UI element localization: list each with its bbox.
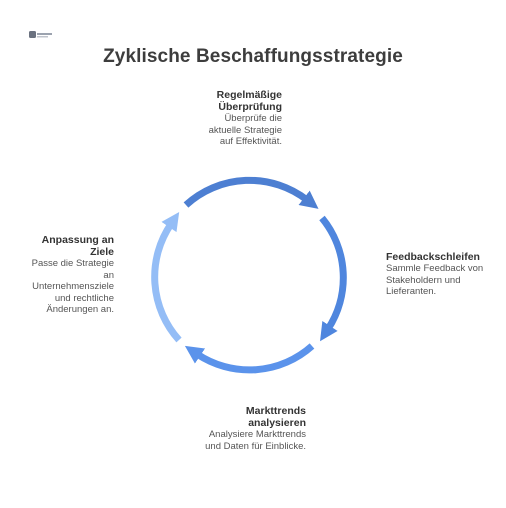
step-regular-review: Regelmäßige Überprüfung Überprüfe die ak… [196, 89, 282, 148]
step-heading: Markttrends analysieren [245, 405, 306, 429]
cycle-arrow-right [319, 215, 347, 342]
step-description: Sammle Feedback von Stakeholdern und Lie… [386, 263, 484, 297]
step-heading: Feedbackschleifen [386, 251, 480, 263]
step-market-trends: Markttrends analysieren Analysiere Markt… [196, 405, 306, 452]
step-goal-alignment: Anpassung an Ziele Passe die Strategie a… [22, 234, 114, 316]
step-description: Überprüfe die aktuelle Strategie auf Eff… [208, 113, 282, 147]
step-description: Passe die Strategie an Unternehmensziele… [31, 258, 114, 315]
page-title: Zyklische Beschaffungsstrategie [103, 46, 403, 67]
cycle-arrow-top [183, 176, 319, 209]
step-heading: Anpassung an Ziele [41, 234, 114, 258]
step-heading: Regelmäßige Überprüfung [216, 89, 282, 113]
step-feedback-loops: Feedbackschleifen Sammle Feedback von St… [386, 251, 490, 298]
step-description: Analysiere Markttrends und Daten für Ein… [205, 429, 306, 452]
brand-logo-icon [29, 31, 52, 38]
cycle-arrow-bottom [184, 343, 315, 374]
cycle-arrow-left [151, 211, 182, 343]
